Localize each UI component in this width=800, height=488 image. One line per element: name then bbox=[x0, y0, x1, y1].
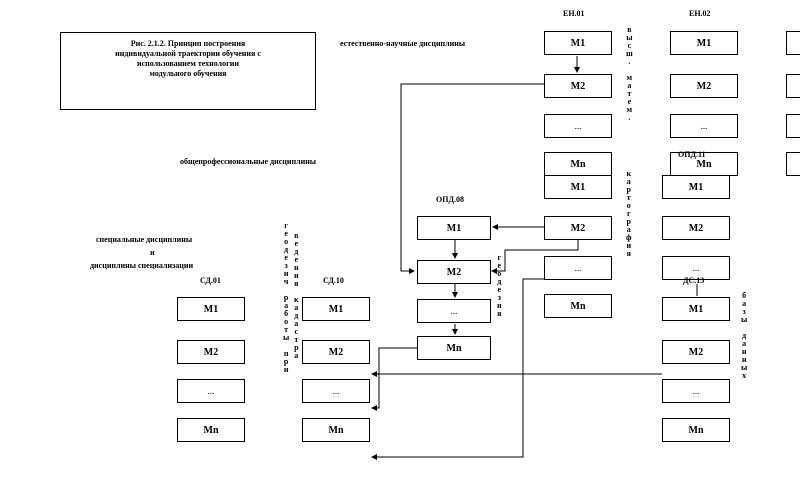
en03-module-dots bbox=[786, 114, 800, 138]
vertical-text-cadastre: в е д е н и я к а д а с т р а bbox=[294, 231, 299, 360]
opd08-module-dots: ... bbox=[417, 299, 491, 323]
vertical-text-geodesy-works: г е о д е з и ч р а б о т ы п р и bbox=[283, 221, 290, 374]
sd10-module-n: Мn bbox=[302, 418, 370, 442]
sd01-module-dots: ... bbox=[177, 379, 245, 403]
opd11-module-2: М2 bbox=[544, 216, 612, 240]
ds-upper-module-2: М2 bbox=[662, 216, 730, 240]
sd01-module-n: Мn bbox=[177, 418, 245, 442]
label-natural-sciences: естественно-научные дисциплины bbox=[340, 39, 466, 48]
ds13-module-dots: ... bbox=[662, 379, 730, 403]
en01-module-1: М1 bbox=[544, 31, 612, 55]
column-title-ds13: ДС.13 bbox=[683, 276, 705, 285]
label-and: и bbox=[150, 248, 155, 257]
ds13-module-1: М1 bbox=[662, 297, 730, 321]
opd08-module-n: Мn bbox=[417, 336, 491, 360]
opd08-module-2: М2 bbox=[417, 260, 491, 284]
label-specialization-disciplines: дисциплины специализации bbox=[90, 261, 194, 270]
en02-module-dots: ... bbox=[670, 114, 738, 138]
en02-module-n: Мn bbox=[670, 152, 738, 176]
opd08-module-1: М1 bbox=[417, 216, 491, 240]
column-title-opd11: ОПД.11 bbox=[678, 150, 706, 159]
sd10-module-dots: ... bbox=[302, 379, 370, 403]
ds13-module-n: Мn bbox=[662, 418, 730, 442]
sd01-module-2: М2 bbox=[177, 340, 245, 364]
column-title-opd08: ОПД.08 bbox=[436, 195, 464, 204]
column-title-sd01: СД.01 bbox=[200, 276, 221, 285]
en01-module-n: Мn bbox=[544, 152, 612, 176]
arrow-opd11-m2-to-opd08-m2 bbox=[491, 240, 579, 274]
sd10-module-2: М2 bbox=[302, 340, 370, 364]
arrow-en01-m2-to-opd08-m2 bbox=[400, 83, 544, 274]
vertical-text-cartography: к а р т о г р а ф и я bbox=[626, 169, 632, 258]
en03-module-1 bbox=[786, 31, 800, 55]
en01-module-2: М2 bbox=[544, 74, 612, 98]
sd10-module-1: М1 bbox=[302, 297, 370, 321]
vertical-text-databases: б а з ы д а н н ы х bbox=[741, 291, 748, 380]
label-general-professional: общепрофессиональные дисциплины bbox=[180, 157, 317, 166]
opd11-module-1: М1 bbox=[544, 175, 612, 199]
opd11-module-n: Мn bbox=[544, 294, 612, 318]
ds-upper-module-dots: ... bbox=[662, 256, 730, 280]
en02-module-2: М2 bbox=[670, 74, 738, 98]
column-title-sd10: СД.10 bbox=[323, 276, 344, 285]
vertical-text-higher-math: в ы с ш . м а т е м . bbox=[626, 25, 633, 122]
ds-upper-module-1: М1 bbox=[662, 175, 730, 199]
ds13-module-2: М2 bbox=[662, 340, 730, 364]
en01-module-dots: ... bbox=[544, 114, 612, 138]
arrow-opd08-mn-to-sd10 bbox=[371, 347, 417, 411]
sd01-module-1: М1 bbox=[177, 297, 245, 321]
en03-module-2 bbox=[786, 74, 800, 98]
column-title-en01: ЕН.01 bbox=[563, 9, 585, 18]
figure-caption: Рис. 2.1.2. Принцип построения индивидуа… bbox=[60, 32, 316, 110]
vertical-text-geodesy: г е о д е з и я bbox=[497, 253, 502, 318]
en03-module-n bbox=[786, 152, 800, 176]
column-title-en02: ЕН.02 bbox=[689, 9, 711, 18]
opd11-module-dots: ... bbox=[544, 256, 612, 280]
label-special-disciplines: специальные дисциплины bbox=[96, 235, 193, 244]
en02-module-1: М1 bbox=[670, 31, 738, 55]
